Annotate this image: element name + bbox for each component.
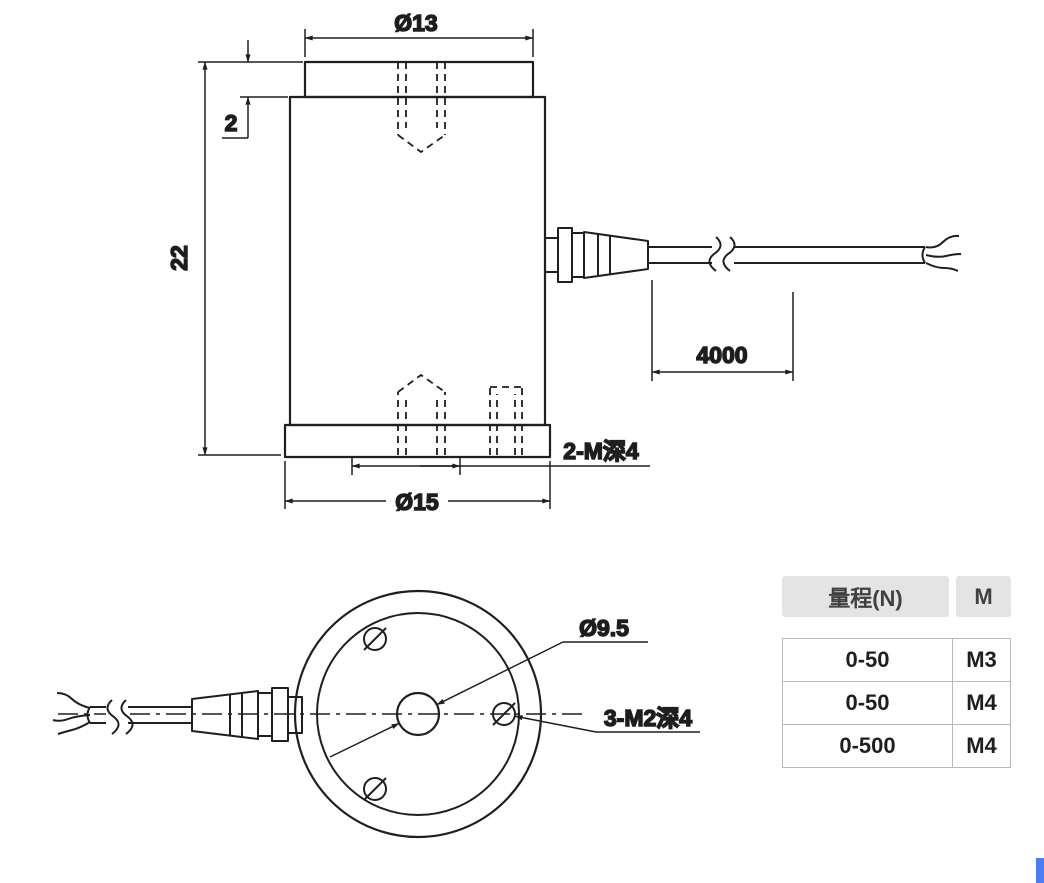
table-row: 0-50 M3 — [782, 638, 1011, 682]
side-view-drawing: Ø13 2 22 Ø15 4000 — [165, 9, 962, 516]
dim-top-diameter-label: Ø13 — [394, 10, 437, 36]
spec-table-header: 量程(N) M — [782, 576, 1011, 617]
spec-table-body: 0-50 M3 0-50 M4 0-500 M4 — [782, 638, 1011, 768]
table-row: 0-50 M4 — [782, 681, 1011, 725]
table-row: 0-500 M4 — [782, 724, 1011, 768]
spec-cell-m: M4 — [952, 681, 1011, 725]
spec-header-range: 量程(N) — [782, 576, 949, 617]
spec-cell-range: 0-500 — [782, 724, 953, 768]
leaders-bottom: Ø9.5 3-M2深4 — [329, 614, 700, 758]
dim-height-label: 22 — [166, 245, 192, 271]
cable-side — [648, 234, 962, 276]
cable-gland-bottom — [191, 687, 303, 742]
dimensions-side: Ø13 2 22 Ø15 4000 — [165, 9, 794, 516]
dim-flange-thickness-label: 2 — [225, 110, 238, 136]
sensor-bottom-outline — [293, 589, 543, 839]
sensor-side-outline — [283, 60, 552, 459]
page-corner-accent — [1036, 858, 1044, 883]
spec-cell-m: M4 — [952, 724, 1011, 768]
thread-holes-hidden-lines — [397, 62, 523, 455]
spec-cell-range: 0-50 — [782, 638, 953, 682]
spec-table: 量程(N) M 0-50 M3 0-50 M4 0-500 M4 — [782, 576, 1011, 768]
dim-cable-length-label: 4000 — [696, 342, 747, 368]
cable-gland-side — [544, 227, 649, 283]
spec-cell-m: M3 — [952, 638, 1011, 682]
cable-bottom — [52, 692, 192, 736]
mounting-screw-holes — [363, 627, 516, 801]
dim-mount-thread-label: 3-M2深4 — [604, 705, 692, 731]
dim-center-hole-label: Ø9.5 — [579, 615, 629, 641]
spec-cell-range: 0-50 — [782, 681, 953, 725]
bottom-view-drawing: Ø9.5 3-M2深4 — [52, 589, 700, 839]
dim-bottom-thread-label: 2-M深4 — [563, 438, 639, 464]
dim-bottom-diameter-label: Ø15 — [395, 489, 439, 515]
spec-header-m: M — [956, 576, 1011, 617]
